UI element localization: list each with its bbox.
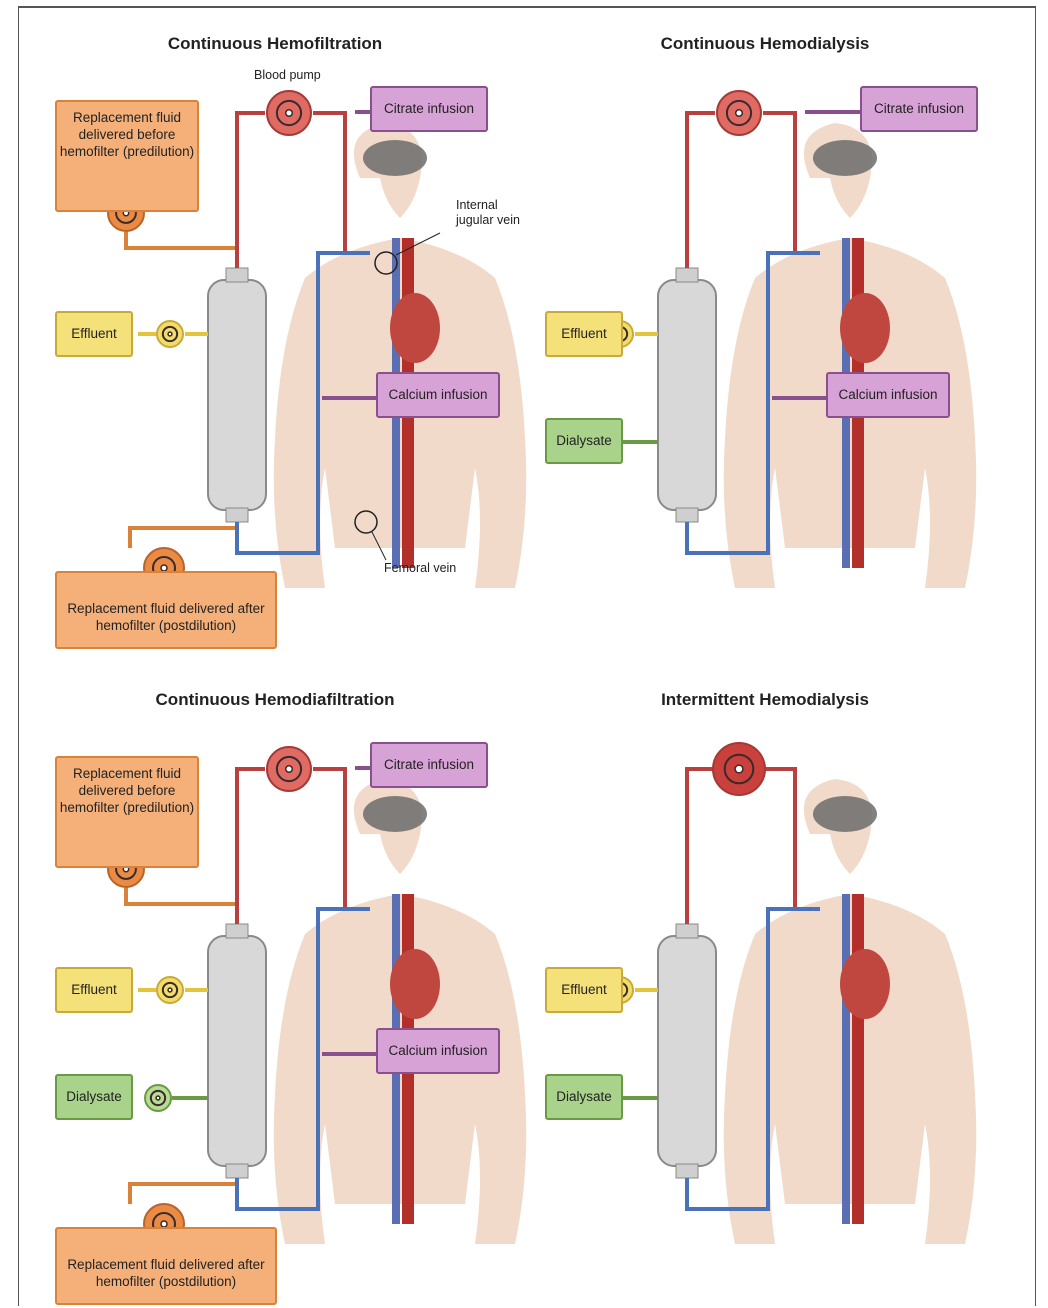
dialysate-box: Dialysate [545, 1074, 623, 1120]
dialysate-pump-icon [145, 1085, 171, 1111]
blood-pump-icon [267, 91, 311, 135]
effluent-box: Effluent [55, 311, 133, 357]
citrate-infusion-box: Citrate infusion [370, 742, 488, 788]
blood-pump-label: Blood pump [254, 68, 321, 83]
dialysate-box: Dialysate [545, 418, 623, 464]
blood-pump-icon [717, 91, 761, 135]
blood-pump-icon [713, 743, 765, 795]
calcium-infusion-box: Calcium infusion [376, 1028, 500, 1074]
effluent-box: Effluent [545, 967, 623, 1013]
femoral-vein-label: Femoral vein [384, 561, 456, 576]
panel-continuous-hemodiafiltration: Continuous Hemodiafiltration Citrate inf… [30, 664, 520, 1304]
blood-pump-icon [267, 747, 311, 791]
predilution-box: Replacement fluid delivered before hemof… [55, 100, 199, 212]
effluent-box: Effluent [55, 967, 133, 1013]
dialysate-box: Dialysate [55, 1074, 133, 1120]
effluent-box: Effluent [545, 311, 623, 357]
calcium-infusion-box: Calcium infusion [376, 372, 500, 418]
citrate-infusion-box: Citrate infusion [370, 86, 488, 132]
calcium-infusion-box: Calcium infusion [826, 372, 950, 418]
effluent-pump-icon [157, 321, 183, 347]
citrate-infusion-box: Citrate infusion [860, 86, 978, 132]
effluent-pump-icon [157, 977, 183, 1003]
postdilution-box: Replacement fluid delivered after hemofi… [55, 1227, 277, 1305]
panel-continuous-hemodialysis: Continuous Hemodialysis Citrate infusion… [520, 8, 1010, 648]
postdilution-box: Replacement fluid delivered after hemofi… [55, 571, 277, 649]
predilution-box: Replacement fluid delivered before hemof… [55, 756, 199, 868]
panel-continuous-hemofiltration: Continuous Hemofiltration Citrate infusi… [30, 8, 520, 648]
